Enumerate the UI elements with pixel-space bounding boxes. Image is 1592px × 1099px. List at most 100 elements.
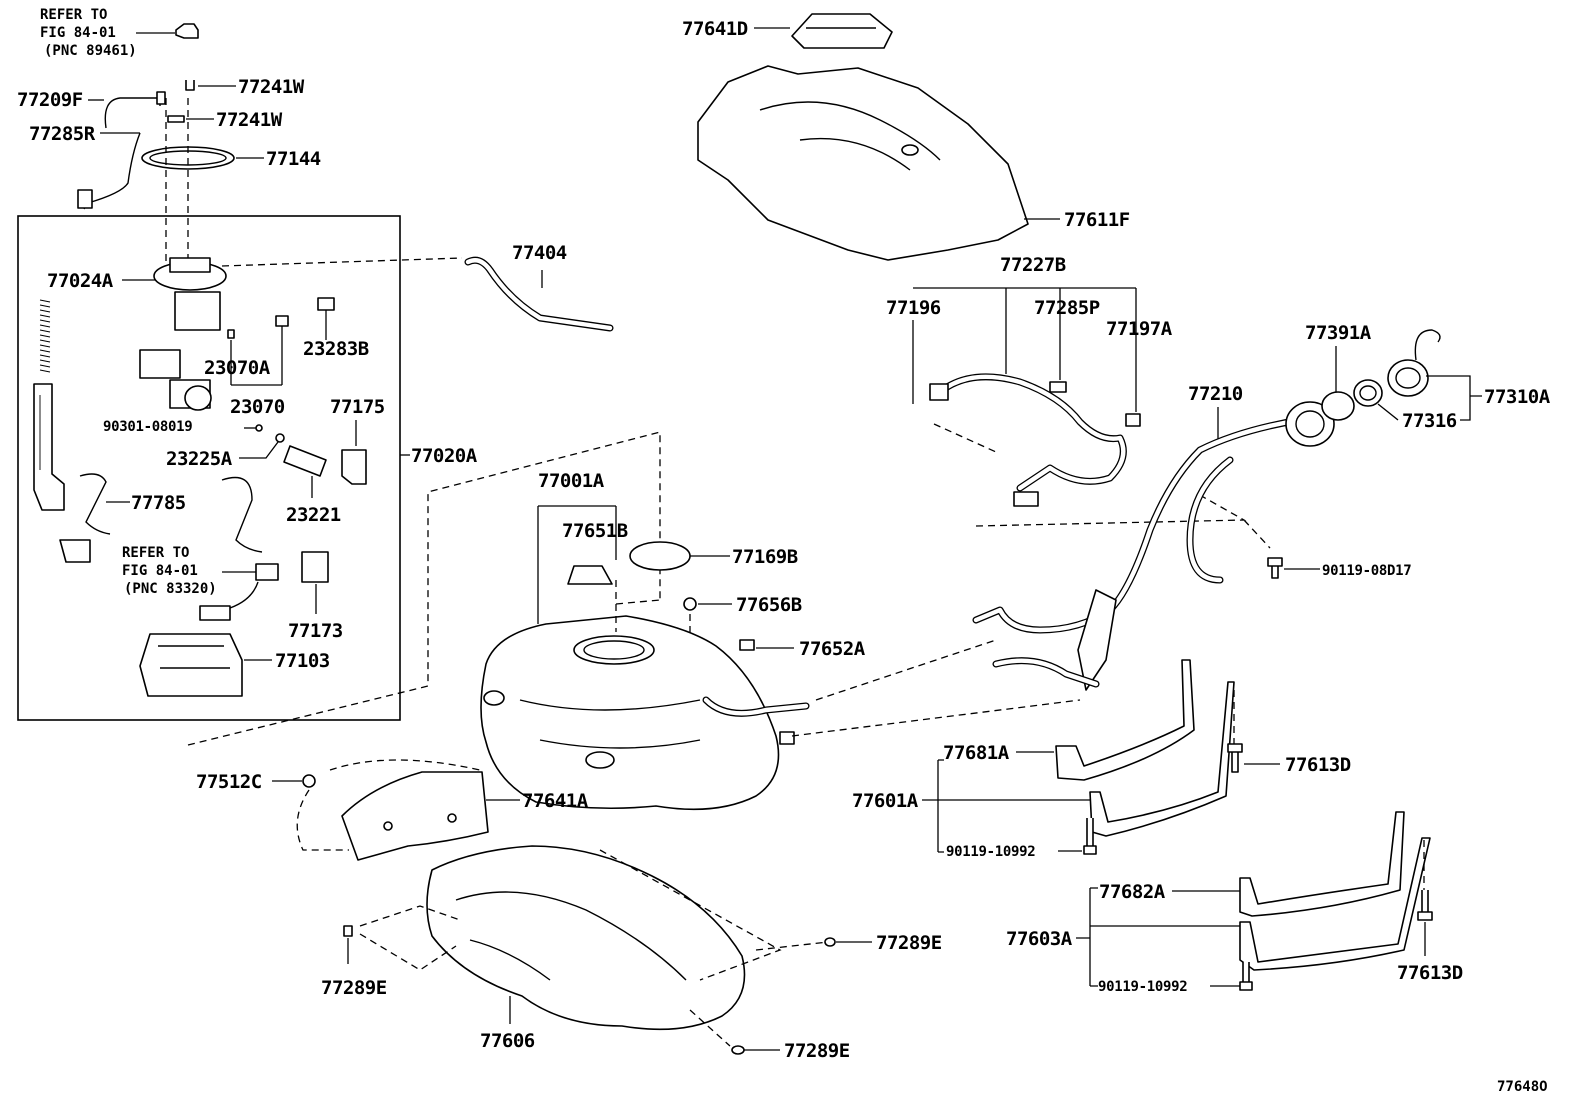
clip-77289e-b-part	[824, 937, 836, 947]
label-77210: 77210	[1188, 383, 1243, 405]
filler-group: 77227B 77196 77285P 77197A 77210 77391A …	[886, 254, 1551, 691]
bracket-23070	[230, 326, 283, 386]
sender-connector-part	[175, 23, 199, 39]
bracket-77603a	[1076, 887, 1240, 987]
label-77641a: 77641A	[522, 790, 589, 812]
label-77603a: 77603A	[1006, 928, 1073, 950]
label-77601a: 77601A	[852, 790, 919, 812]
cup-77103-part	[139, 633, 243, 697]
gasket-77391a-part	[1321, 391, 1355, 421]
label-77289e-b: 77289E	[876, 932, 942, 954]
strap-77603a-part	[1239, 837, 1431, 971]
undercover-part	[426, 845, 746, 1031]
label-77144: 77144	[266, 148, 321, 170]
pump-bracket-part	[139, 349, 181, 379]
cushion-23070a-part	[227, 329, 235, 339]
label-77197a: 77197A	[1106, 318, 1173, 340]
label-77020a: 77020A	[411, 445, 478, 467]
label-90119-10992-b: 90119-10992	[1098, 979, 1187, 995]
straps-group: 77681A 77601A 77613D 90119-10992 77682A …	[852, 659, 1463, 995]
bolt-90119-08d17-part	[1267, 557, 1283, 579]
label-23283b: 23283B	[303, 338, 369, 360]
label-77103: 77103	[275, 650, 330, 672]
clip-77512c-part	[302, 774, 316, 788]
protectors-group: 77641D 77611F	[682, 13, 1130, 261]
bracket-77001a	[537, 505, 617, 624]
cushion-23070-part	[275, 315, 289, 327]
fuel-tank-group: 77001A 77651B 77169B 77656B 77652A	[480, 470, 1081, 811]
label-90119-08d17: 90119-08D17	[1322, 563, 1411, 579]
clip-23283b-part	[317, 297, 335, 311]
undercover-77606-group: 77606 77289E 77289E 77289E	[321, 845, 942, 1062]
label-77316: 77316	[1402, 410, 1457, 432]
protector-77641a-group: 77512C 77641A	[196, 759, 589, 861]
pump-assembly-group: REFER TO FIG 84-01 (PNC 89461) 77241W 77…	[17, 7, 661, 746]
strap-77681a-part	[1055, 659, 1195, 781]
label-77196: 77196	[886, 297, 941, 319]
bolt-90119-10992-a-part	[1083, 818, 1097, 855]
label-77656b: 77656B	[736, 594, 802, 616]
strap-77682a-part	[1239, 811, 1405, 917]
strap-77601a-part	[1089, 681, 1235, 837]
clip-77289e-c-part	[731, 1045, 745, 1055]
oring-90301-part	[255, 424, 263, 432]
leader-23225a	[239, 441, 279, 459]
spring-part	[39, 299, 51, 373]
pump-23221-part	[283, 445, 327, 477]
align-dash-77404	[221, 257, 463, 267]
label-77641d: 77641D	[682, 18, 748, 40]
pump-motor-end	[184, 385, 212, 411]
pump-head-part	[169, 257, 211, 273]
clip-77241w-b-part	[167, 115, 185, 123]
pump-body-part	[174, 291, 221, 331]
ref-line-2: FIG 84-01	[40, 25, 116, 41]
tank-body-part	[480, 615, 780, 811]
filter-77175-part	[341, 449, 367, 485]
protector-77641a-part	[341, 771, 489, 861]
bolt-77613d-a-part	[1227, 743, 1243, 773]
label-77241w-a: 77241W	[238, 76, 305, 98]
label-77391a: 77391A	[1305, 322, 1372, 344]
connector-77785-part	[59, 539, 91, 563]
label-77682a: 77682A	[1099, 881, 1166, 903]
label-77241w-b: 77241W	[216, 109, 283, 131]
wire-sender-part	[221, 476, 263, 553]
ref2-line-2: FIG 84-01	[122, 563, 198, 579]
hose-end-part	[156, 91, 166, 105]
figure-id: 77648O	[1497, 1079, 1548, 1095]
label-23225a: 23225A	[166, 448, 233, 470]
ref2-line-1: REFER TO	[122, 545, 189, 561]
label-77611f: 77611F	[1064, 209, 1130, 231]
ref-line-1: REFER TO	[40, 7, 107, 23]
protector-77641d-part	[791, 13, 893, 49]
label-77404: 77404	[512, 242, 567, 264]
label-77289e-a: 77289E	[321, 977, 387, 999]
pad-77651b-part	[567, 565, 613, 585]
label-plate-77652a-part	[739, 639, 755, 651]
label-77169b: 77169B	[732, 546, 798, 568]
plug-77656b-part	[683, 597, 697, 611]
breather-77404-group: 77404	[464, 242, 614, 332]
gasket-77169b-part	[629, 541, 691, 571]
label-77227b: 77227B	[1000, 254, 1066, 276]
label-77681a: 77681A	[943, 742, 1010, 764]
pump-assembly-frame	[17, 215, 401, 721]
label-77285r: 77285R	[29, 123, 96, 145]
label-77209f: 77209F	[17, 89, 83, 111]
sender-float-part	[199, 605, 231, 621]
heat-insulator-77611f-part	[697, 65, 1029, 261]
label-77285p: 77285P	[1034, 297, 1100, 319]
label-77001a: 77001A	[538, 470, 605, 492]
label-23070: 23070	[230, 396, 285, 418]
label-77785: 77785	[131, 492, 186, 514]
sender-unit-part	[255, 563, 279, 581]
align-dash-pump-tank	[187, 431, 661, 746]
tank-pump-opening	[573, 635, 655, 665]
label-77613d-b: 77613D	[1397, 962, 1463, 984]
regulator-77173-part	[301, 551, 329, 583]
harness-77785-part	[79, 473, 111, 535]
cap-77310a-part	[1387, 359, 1429, 397]
filler-neck-part	[1285, 401, 1335, 447]
hose-77209f-part	[104, 97, 161, 129]
